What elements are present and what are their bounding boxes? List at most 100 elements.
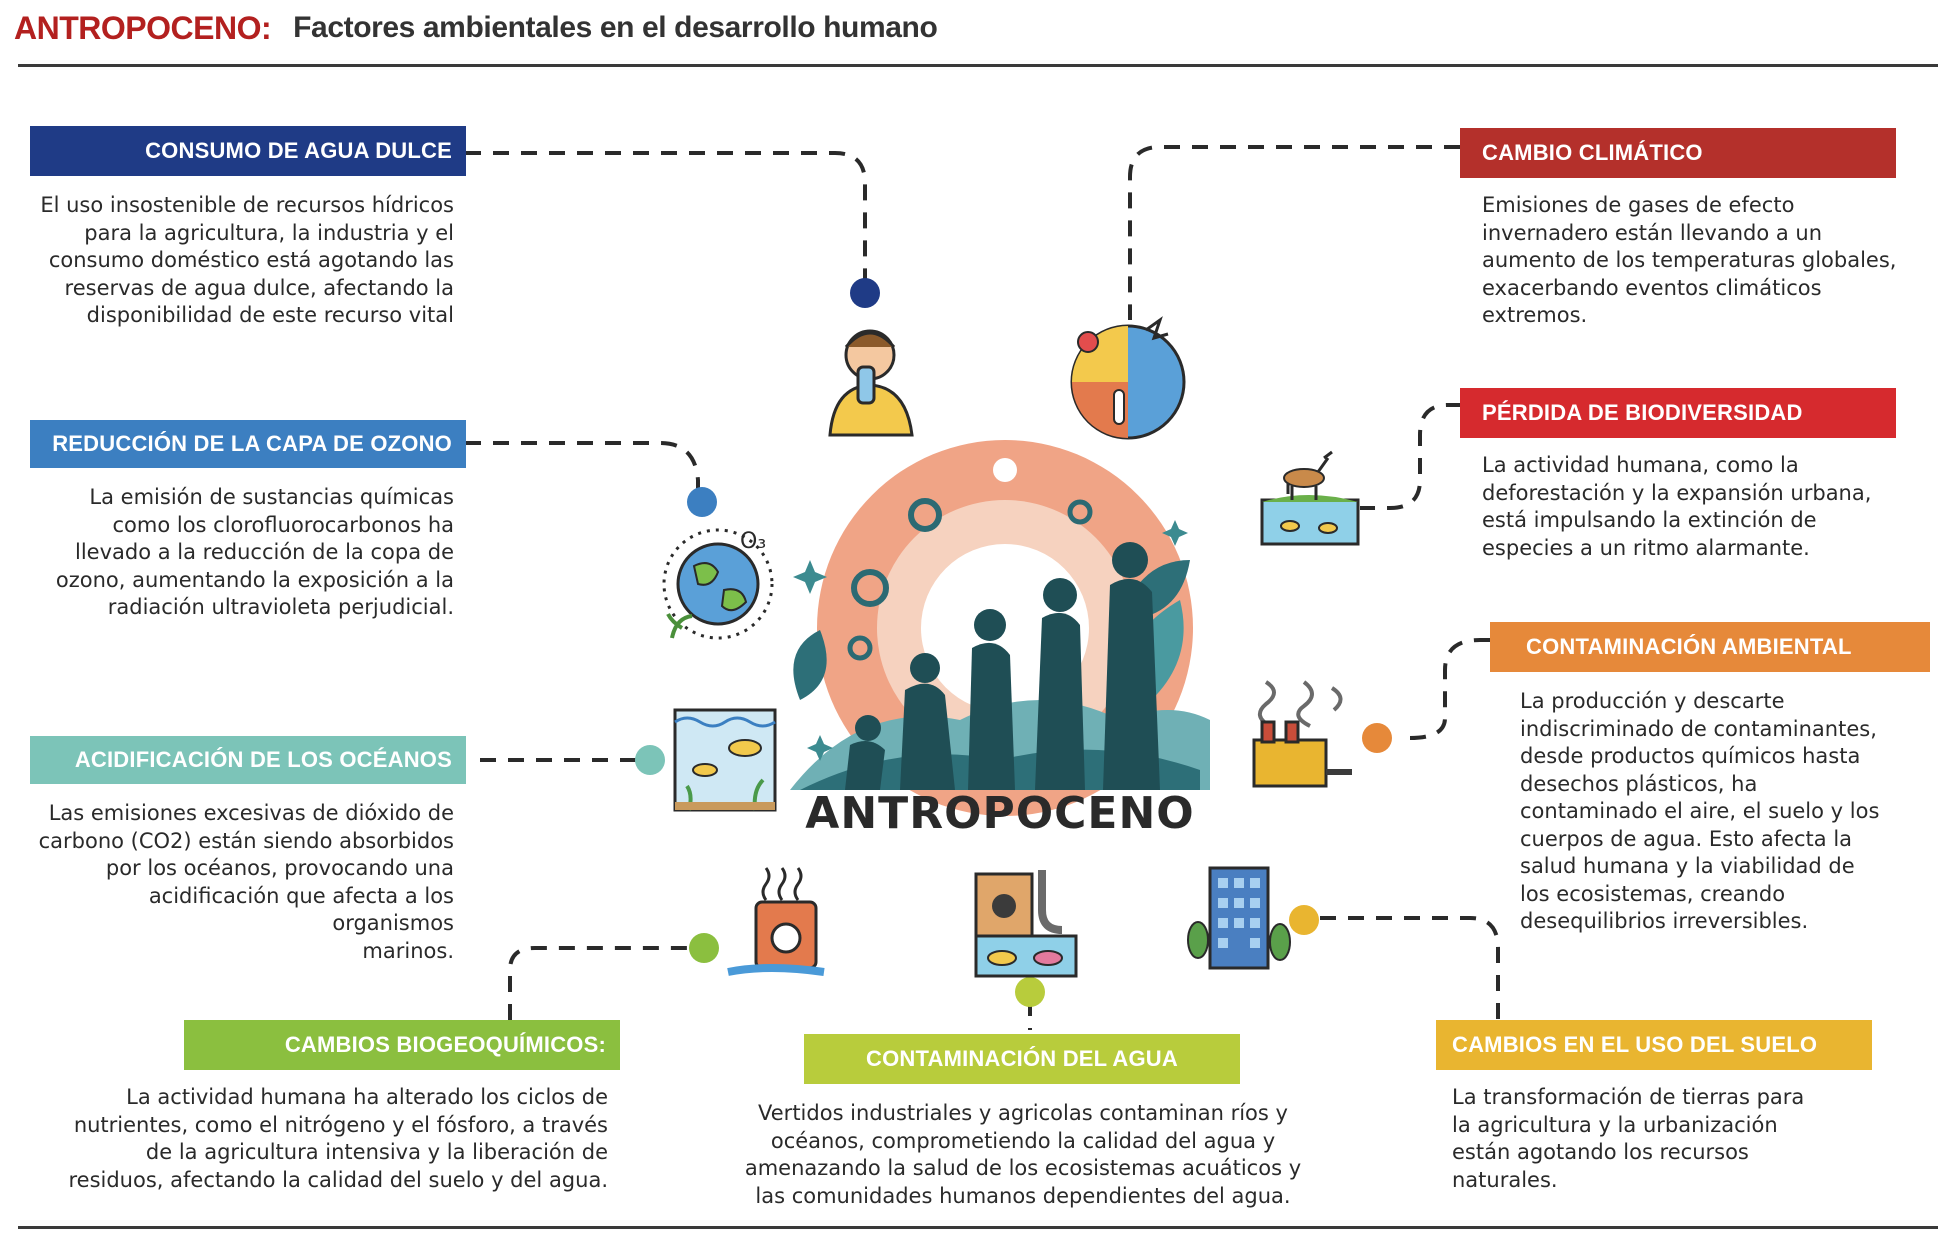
dot-biogeoquimicos bbox=[689, 933, 719, 963]
header-subtitle: Factores ambientales en el desarrollo hu… bbox=[293, 11, 938, 44]
desc-ozono: La emisión de sustancias químicas como l… bbox=[30, 484, 454, 622]
desc-line: de la agricultura intensiva y la liberac… bbox=[145, 1140, 608, 1164]
desc-suelo: La transformación de tierras para la agr… bbox=[1452, 1084, 1872, 1194]
drinking-person-icon bbox=[828, 329, 914, 437]
label-agua-dulce: CONSUMO DE AGUA DULCE bbox=[30, 126, 466, 176]
bubble-2 bbox=[1067, 499, 1093, 525]
dot-ambiental bbox=[1362, 723, 1392, 753]
dot-suelo bbox=[1289, 905, 1319, 935]
label-biodiversidad: PÉRDIDA DE BIODIVERSIDAD bbox=[1460, 388, 1896, 438]
label-agua-text: CONTAMINACIÓN DEL AGUA bbox=[866, 1046, 1178, 1071]
desc-line: Emisiones de gases de efecto bbox=[1482, 193, 1795, 217]
dot-oceanos bbox=[635, 745, 665, 775]
connector-climatico bbox=[1128, 145, 1460, 320]
label-agua: CONTAMINACIÓN DEL AGUA bbox=[804, 1034, 1240, 1084]
factory-smoke-icon bbox=[1252, 680, 1352, 788]
desc-line: exacerbando eventos climáticos bbox=[1482, 275, 1822, 300]
label-suelo-text: CAMBIOS EN EL USO DEL SUELO bbox=[1452, 1032, 1818, 1057]
deer-icon bbox=[1260, 450, 1360, 546]
desc-ambiental: La producción y descarte indiscriminado … bbox=[1520, 688, 1940, 936]
desc-line: está impulsando la extinción de bbox=[1482, 508, 1817, 532]
desc-line: La producción y descarte bbox=[1520, 689, 1785, 713]
desc-line: amenazando la salud de los ecosistemas a… bbox=[744, 1156, 1302, 1180]
connector-agua-dulce bbox=[465, 151, 867, 285]
desc-line: desde productos químicos hasta bbox=[1520, 744, 1861, 768]
desc-line: las comunidades humanos dependientes del… bbox=[755, 1183, 1291, 1208]
desc-line: para la agricultura, la industria y el bbox=[84, 220, 454, 245]
desc-line: deforestación y la expansión urbana, bbox=[1482, 480, 1872, 505]
desc-line: por los océanos, provocando una bbox=[105, 856, 454, 880]
desc-agua: Vertidos industriales y agricolas contam… bbox=[705, 1100, 1341, 1210]
connector-ambiental bbox=[1409, 638, 1490, 740]
desc-climatico: Emisiones de gases de efecto invernadero… bbox=[1482, 192, 1942, 330]
desc-line: cuerpos de agua. Esto afecta la bbox=[1520, 826, 1853, 851]
label-ozono-text: REDUCCIÓN DE LA CAPA DE OZONO bbox=[52, 431, 452, 456]
desc-line: naturales. bbox=[1452, 1167, 1558, 1192]
connector-biodiversidad bbox=[1360, 403, 1462, 510]
label-suelo: CAMBIOS EN EL USO DEL SUELO bbox=[1436, 1020, 1872, 1070]
desc-line: La actividad humana ha alterado los cicl… bbox=[126, 1085, 608, 1109]
desc-line: Las emisiones excesivas de dióxido de bbox=[48, 801, 454, 825]
desc-biodiversidad: La actividad humana, como la deforestaci… bbox=[1482, 452, 1942, 562]
label-biodiversidad-text: PÉRDIDA DE BIODIVERSIDAD bbox=[1482, 400, 1803, 425]
desc-line: residuos, afectando la calidad del suelo… bbox=[68, 1167, 608, 1192]
desc-agua-dulce: El uso insostenible de recursos hídricos… bbox=[30, 192, 454, 330]
desc-line: océanos, comprometiendo la calidad del a… bbox=[770, 1128, 1276, 1153]
desc-line: como los clorofluorocarbonos ha bbox=[112, 512, 454, 537]
bubble-1 bbox=[908, 498, 942, 532]
connector-suelo bbox=[1320, 916, 1500, 1020]
arch-dot-1 bbox=[993, 458, 1017, 482]
desc-line: indiscriminado de contaminantes, bbox=[1520, 716, 1877, 741]
desc-line: la agricultura y la urbanización bbox=[1452, 1112, 1778, 1137]
desc-biogeoquimicos: La actividad humana ha alterado los cicl… bbox=[28, 1084, 608, 1194]
desc-line: aumento de los temperaturas globales, bbox=[1482, 248, 1897, 272]
desc-line: acidificación que afecta a los organismo… bbox=[148, 883, 454, 936]
desc-line: radiación ultravioleta perjudicial. bbox=[107, 595, 454, 619]
desc-line: desequilibrios irreversibles. bbox=[1520, 909, 1809, 933]
desc-oceanos: Las emisiones excesivas de dióxido de ca… bbox=[30, 800, 454, 965]
ocean-fish-icon bbox=[673, 708, 777, 812]
desc-line: ozono, aumentando la exposición a la bbox=[55, 567, 454, 592]
desc-line: marinos. bbox=[362, 938, 454, 963]
desc-line: La actividad humana, como la bbox=[1482, 453, 1799, 477]
desc-line: carbono (CO2) están siendo absorbidos bbox=[38, 828, 454, 853]
label-oceanos-text: ACIDIFICACIÓN DE LOS OCÉANOS bbox=[74, 747, 452, 772]
toxic-barrel-icon bbox=[727, 867, 825, 976]
desc-line: consumo doméstico está agotando las bbox=[48, 248, 454, 272]
header-brand: ANTROPOCENO: bbox=[14, 9, 272, 46]
label-ambiental: CONTAMINACIÓN AMBIENTAL bbox=[1490, 622, 1930, 672]
desc-line: llevado a la reducción de la copa de bbox=[75, 540, 454, 564]
desc-line: Vertidos industriales y agricolas contam… bbox=[758, 1101, 1288, 1125]
desc-line: los ecosistemas, creando bbox=[1520, 881, 1786, 906]
svg-text:O₃: O₃ bbox=[740, 529, 766, 554]
label-agua-dulce-text: CONSUMO DE AGUA DULCE bbox=[145, 138, 452, 163]
desc-line: invernadero están llevando a un bbox=[1482, 220, 1823, 245]
desc-line: están agotando los recursos bbox=[1452, 1140, 1749, 1164]
desc-line: reservas de agua dulce, afectando la bbox=[64, 275, 454, 300]
desc-line: contaminado el aire, el suelo y los bbox=[1520, 799, 1880, 823]
desc-line: La transformación de tierras para bbox=[1452, 1085, 1805, 1109]
ozone-earth-icon: O₃ bbox=[662, 528, 774, 640]
label-biogeoquimicos: CAMBIOS BIOGEOQUÍMICOS: bbox=[184, 1020, 620, 1070]
desc-line: salud humana y la viabilidad de bbox=[1520, 854, 1855, 878]
evolution-figures bbox=[845, 542, 1160, 790]
center-title: ANTROPOCENO bbox=[805, 788, 1195, 839]
sparkles bbox=[793, 520, 1188, 761]
desc-line: extremos. bbox=[1482, 303, 1588, 327]
water-pollution-icon bbox=[974, 870, 1078, 978]
bottom-rule bbox=[18, 1226, 1938, 1229]
label-climatico: CAMBIO CLIMÁTICO bbox=[1460, 128, 1896, 178]
dot-agua-dulce bbox=[850, 278, 880, 308]
label-ozono: REDUCCIÓN DE LA CAPA DE OZONO bbox=[30, 420, 466, 468]
bubble-3 bbox=[851, 569, 889, 607]
center-illustration bbox=[790, 440, 1210, 816]
dot-ozono bbox=[687, 487, 717, 517]
connector-lines bbox=[465, 145, 1500, 1030]
leaf-3 bbox=[793, 630, 827, 700]
label-climatico-text: CAMBIO CLIMÁTICO bbox=[1482, 140, 1703, 165]
top-rule bbox=[18, 64, 1938, 67]
desc-line: El uso insostenible de recursos hídricos bbox=[40, 193, 454, 217]
desc-line: disponibilidad de este recurso vital bbox=[86, 303, 454, 327]
desc-line: nutrientes, como el nitrógeno y el fósfo… bbox=[73, 1112, 608, 1137]
